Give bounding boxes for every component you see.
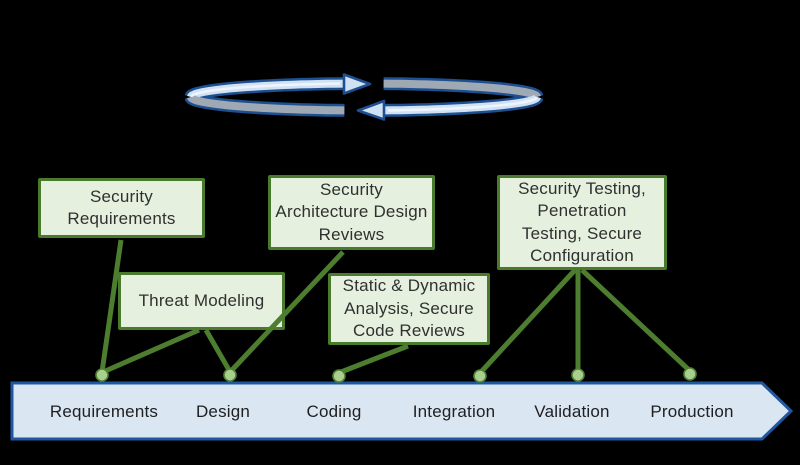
activity-label: Static & Dynamic Analysis, Secure Code R…	[342, 276, 476, 341]
connector-architecture-reviews-to-design	[230, 250, 345, 372]
phase-label-coding: Coding	[306, 402, 362, 421]
connector-security-testing-to-production	[580, 268, 691, 372]
connector-threat-modeling-to-requirements	[101, 327, 201, 375]
cycle-bottom-sheen	[388, 96, 538, 112]
connector-lines	[99, 239, 691, 375]
phase-dot-design	[223, 368, 237, 382]
connector-threat-modeling-to-design	[203, 328, 232, 372]
phase-dot-integration	[473, 369, 487, 383]
activity-label: Security Testing, Penetration Testing, S…	[518, 178, 646, 265]
phase-label-integration: Integration	[412, 402, 496, 421]
phase-label-requirements: Requirements	[49, 402, 159, 421]
cycle-backward-arrowhead-icon	[356, 99, 386, 121]
cycle-top-sheen	[190, 82, 340, 98]
activity-box-architecture-design-reviews: Security Architecture Design Reviews	[268, 175, 435, 250]
activity-box-threat-modeling: Threat Modeling	[118, 272, 285, 330]
cycle-bottom-back-arc-fill	[187, 94, 345, 115]
phase-label-production: Production	[650, 402, 734, 421]
activity-box-security-requirements: Security Requirements	[38, 178, 205, 238]
activity-label: Threat Modeling	[138, 290, 265, 310]
activity-box-security-testing: Security Testing, Penetration Testing, S…	[497, 175, 667, 270]
phase-dot-coding	[332, 369, 346, 383]
sdlc-arrow-bar	[10, 381, 794, 441]
activity-label: Security Requirements	[67, 186, 176, 228]
connector-requirements-box-to-requirements	[99, 239, 124, 373]
cycle-arrow-icon	[184, 73, 544, 121]
activity-box-static-dynamic-analysis: Static & Dynamic Analysis, Secure Code R…	[328, 273, 490, 345]
phase-dot-production	[683, 367, 697, 381]
phase-dots	[95, 367, 697, 383]
cycle-forward-arrowhead-icon	[342, 73, 372, 95]
phase-dot-requirements	[95, 368, 109, 382]
phase-label-design: Design	[195, 402, 251, 421]
connector-static-dynamic-to-coding	[340, 343, 409, 375]
activity-label: Security Architecture Design Reviews	[275, 179, 428, 244]
connector-security-testing-to-integration	[479, 268, 577, 374]
phase-label-validation: Validation	[534, 402, 610, 421]
phase-dot-validation	[571, 368, 585, 382]
cycle-top-back-arc-fill	[383, 79, 541, 100]
